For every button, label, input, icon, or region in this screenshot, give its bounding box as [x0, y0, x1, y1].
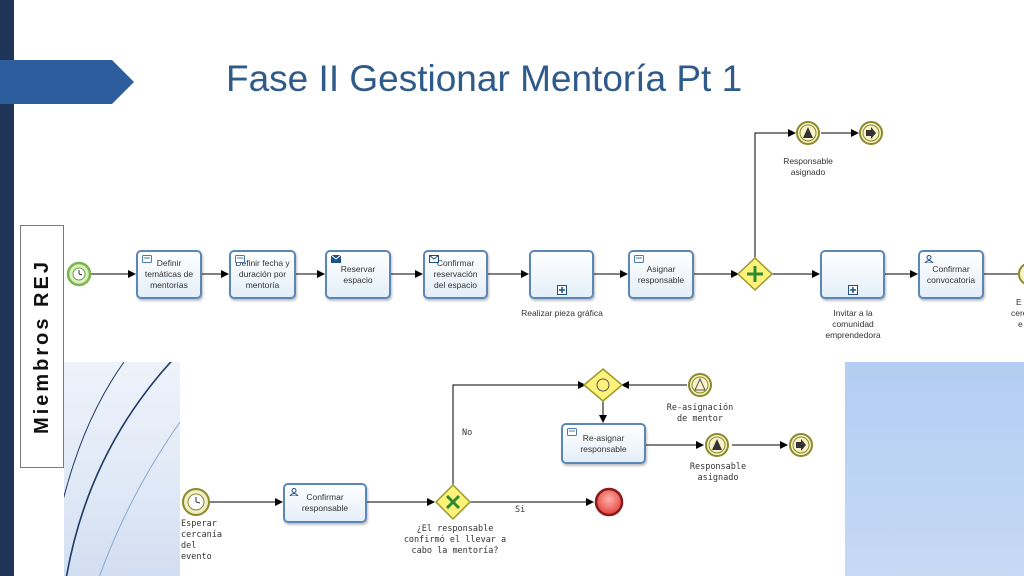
start-event-timer — [66, 261, 92, 287]
decorative-background-right — [845, 362, 1024, 576]
user-task-icon — [924, 255, 934, 263]
escalation-event-top — [796, 121, 820, 145]
escalation-event-bottom — [705, 433, 729, 457]
title-arrow-tab — [0, 60, 134, 104]
task-reservar-espacio[interactable]: Reservar espacio — [325, 250, 391, 299]
task-definir-tematicas[interactable]: Definir temáticas de mentorías — [136, 250, 202, 299]
exclusive-decision-gateway — [434, 483, 472, 521]
subprocess-realizar-pieza[interactable] — [529, 250, 594, 299]
page-title: Fase II Gestionar Mentoría Pt 1 — [226, 58, 743, 99]
collapsed-subprocess-icon — [848, 285, 858, 295]
parallel-gateway — [736, 256, 774, 292]
exclusive-merge-gateway — [582, 368, 624, 402]
label-realizar-pieza: Realizar pieza gráfica — [521, 308, 603, 318]
decorative-background-left — [64, 362, 180, 576]
timer-event-wait — [182, 488, 210, 516]
script-task-icon — [634, 255, 644, 263]
label-responsable-asignado-bottom: Responsable asignado — [689, 462, 747, 483]
task-confirmar-convocatoria[interactable]: Confirmar convocatoria — [918, 250, 984, 299]
task-asignar-responsable[interactable]: Asignar responsable — [628, 250, 694, 299]
task-definir-fecha[interactable]: Definir fecha y duración por mentoría — [229, 250, 296, 299]
swimlane-header — [20, 225, 64, 468]
script-task-icon — [142, 255, 152, 263]
receive-message-icon — [429, 255, 439, 263]
label-cut-3: e — [1018, 319, 1023, 329]
label-si: Si — [515, 505, 526, 515]
task-confirmar-responsable[interactable]: Confirmar responsable — [283, 483, 367, 523]
subprocess-invitar-comunidad[interactable] — [820, 250, 885, 299]
label-esperar-cercania: Esperar cercanía del evento — [181, 519, 222, 562]
end-event — [594, 487, 624, 517]
task-re-asignar-responsable[interactable]: Re-asignar responsable — [561, 423, 646, 464]
label-no: No — [462, 428, 473, 438]
send-message-icon — [331, 255, 341, 263]
label-cut-2: cerc — [1011, 308, 1024, 318]
link-event-bottom — [789, 433, 813, 457]
label-pregunta: ¿El responsable confirmó el llevar a cab… — [403, 524, 507, 556]
label-re-asignacion: Re-asignación de mentor — [666, 403, 734, 424]
escalation-event-reassign — [688, 373, 712, 397]
label-invitar-comunidad: Invitar a la comunidad emprendedora — [825, 308, 881, 340]
label-cut-1: E — [1016, 297, 1022, 307]
end-event-right-cut — [1018, 263, 1024, 285]
link-event-top — [859, 121, 883, 145]
collapsed-subprocess-icon — [557, 285, 567, 295]
script-task-icon — [235, 255, 245, 263]
sequence-flows — [90, 129, 1024, 506]
user-task-icon — [289, 488, 299, 496]
left-accent-bar — [0, 0, 14, 576]
label-responsable-asignado-top: Responsable asignado — [783, 156, 833, 177]
task-confirmar-reservacion[interactable]: Confirmar reservación del espacio — [423, 250, 488, 299]
script-task-icon — [567, 428, 577, 436]
